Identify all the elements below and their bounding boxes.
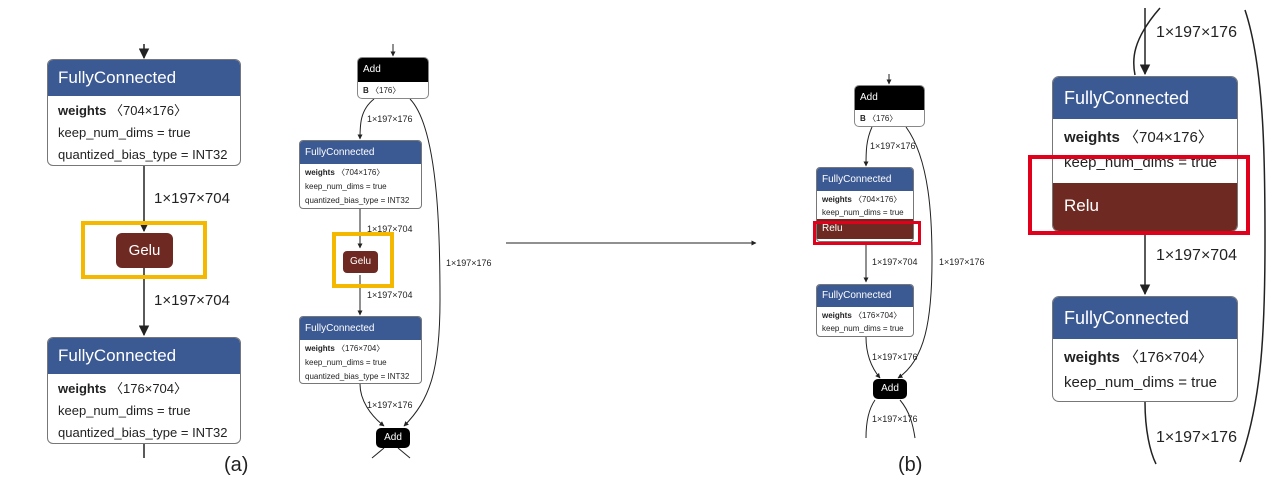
fc-node-b1-title: FullyConnected	[1053, 77, 1237, 119]
edge-label-as1: 1×197×176	[367, 114, 413, 124]
keep-num-dims: keep_num_dims = true	[305, 358, 387, 367]
fc-node-bs1-title: FullyConnected	[817, 168, 913, 191]
fc-node-a2: FullyConnected weights 〈176×704〉 keep_nu…	[47, 337, 241, 444]
fc-node-a2-title: FullyConnected	[48, 338, 240, 374]
edge-as-skip	[403, 98, 441, 427]
gelu-highlight-as	[332, 232, 394, 288]
caption-b: (b)	[898, 454, 923, 476]
b-key: B	[860, 114, 866, 123]
edge-bs-skip	[897, 126, 933, 379]
caption-a: (a)	[224, 454, 249, 476]
fc-node-a1-title: FullyConnected	[48, 60, 240, 96]
fc-node-as2-title: FullyConnected	[300, 317, 421, 340]
fc-node-as1: FullyConnected weights 〈704×176〉 keep_nu…	[299, 140, 422, 209]
weights-key: weights	[305, 344, 335, 353]
b-shape: 〈176〉	[371, 86, 401, 95]
edge-label-bs-skip: 1×197×176	[939, 257, 985, 267]
b-key: B	[363, 86, 369, 95]
quantized-bias-type: quantized_bias_type = INT32	[58, 147, 228, 162]
edge-label-b-bottom: 1×197×176	[1156, 429, 1237, 446]
fc-node-bs2: FullyConnected weights 〈176×704〉 keep_nu…	[816, 284, 914, 337]
relu-highlight-b	[1028, 155, 1250, 235]
keep-num-dims: keep_num_dims = true	[1064, 374, 1218, 391]
gelu-node-as: Gelu	[343, 251, 378, 273]
weights-key: weights	[822, 311, 852, 320]
weights-key: weights	[58, 103, 107, 118]
keep-num-dims: keep_num_dims = true	[305, 182, 387, 191]
weights-shape: 〈176×704〉	[854, 311, 902, 320]
add-node-bs-top-title: Add	[855, 86, 924, 110]
edge-as-out-l	[371, 447, 385, 459]
edge-label-as2: 1×197×704	[367, 224, 413, 234]
relu-row-b: Relu	[1053, 183, 1237, 231]
weights-shape: 〈704×176〉	[110, 103, 188, 118]
edge-label-as-skip: 1×197×176	[446, 258, 492, 268]
add-node-bs-bottom: Add	[873, 379, 907, 399]
edge-b-skip-top	[1132, 7, 1161, 76]
edge-label-bs1: 1×197×176	[870, 141, 916, 151]
edge-label-bs3: 1×197×176	[872, 352, 918, 362]
add-node-bs-top: Add B 〈176〉	[854, 85, 925, 127]
quantized-bias-type: quantized_bias_type = INT32	[305, 372, 410, 381]
gelu-node-a: Gelu	[116, 233, 173, 268]
weights-key: weights	[58, 381, 107, 396]
edge-bs-out-r	[899, 399, 916, 439]
fc-node-bs2-title: FullyConnected	[817, 285, 913, 307]
edge-label-bs4: 1×197×176	[872, 414, 918, 424]
edge-bs-out-l	[865, 399, 876, 439]
edge-as-add-fc	[357, 98, 375, 140]
fc-node-as2: FullyConnected weights 〈176×704〉 keep_nu…	[299, 316, 422, 384]
edge-as-fc-add	[359, 383, 385, 427]
edge-label-bs2: 1×197×704	[872, 257, 918, 267]
keep-num-dims: keep_num_dims = true	[822, 208, 904, 217]
edge-label-b-mid: 1×197×704	[1156, 247, 1237, 264]
edge-label-as3: 1×197×704	[367, 290, 413, 300]
edge-b-out	[1144, 401, 1157, 465]
quantized-bias-type: quantized_bias_type = INT32	[305, 196, 410, 205]
weights-shape: 〈704×176〉	[1124, 129, 1213, 146]
weights-shape: 〈176×704〉	[110, 381, 188, 396]
weights-key: weights	[822, 195, 852, 204]
edge-label-a2: 1×197×704	[154, 292, 230, 309]
fc-node-b2: FullyConnected weights 〈176×704〉 keep_nu…	[1052, 296, 1238, 402]
weights-shape: 〈176×704〉	[1124, 349, 1213, 366]
weights-key: weights	[1064, 129, 1120, 146]
edge-b-skip-right	[1239, 9, 1266, 463]
weights-shape: 〈176×704〉	[337, 344, 385, 353]
keep-num-dims: keep_num_dims = true	[58, 403, 191, 418]
keep-num-dims: keep_num_dims = true	[822, 324, 904, 333]
fc-node-b1: FullyConnected weights 〈704×176〉 keep_nu…	[1052, 76, 1238, 232]
fc-node-as1-title: FullyConnected	[300, 141, 421, 164]
edge-label-as4: 1×197×176	[367, 400, 413, 410]
fc-node-a1: FullyConnected weights 〈704×176〉 keep_nu…	[47, 59, 241, 166]
weights-key: weights	[305, 168, 335, 177]
quantized-bias-type: quantized_bias_type = INT32	[58, 425, 228, 440]
weights-key: weights	[1064, 349, 1120, 366]
relu-row-bs: Relu	[817, 219, 913, 239]
add-node-as-top-title: Add	[358, 58, 428, 82]
relu-highlight-bs	[813, 221, 921, 245]
edge-label-a1: 1×197×704	[154, 190, 230, 207]
edge-bs-add-fc	[863, 126, 873, 167]
keep-num-dims: keep_num_dims = true	[58, 125, 191, 140]
edge-label-b-top: 1×197×176	[1156, 24, 1237, 41]
edge-bs-fc-add	[865, 336, 881, 379]
gelu-highlight-a	[81, 221, 207, 279]
fc-node-b2-title: FullyConnected	[1053, 297, 1237, 339]
weights-shape: 〈704×176〉	[337, 168, 385, 177]
edge-as-out-r	[397, 447, 411, 459]
add-node-as-top: Add B 〈176〉	[357, 57, 429, 99]
weights-shape: 〈704×176〉	[854, 195, 902, 204]
fc-node-bs1: FullyConnected weights 〈704×176〉 keep_nu…	[816, 167, 914, 242]
b-shape: 〈176〉	[868, 114, 898, 123]
add-node-as-bottom: Add	[376, 428, 410, 448]
